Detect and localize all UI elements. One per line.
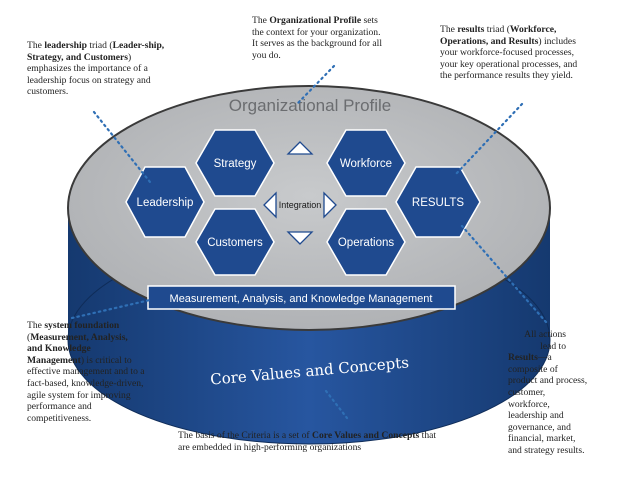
note-bold: results: [457, 24, 485, 35]
note-text: sets the context for your organization. …: [252, 15, 383, 61]
measurement-bar: Measurement, Analysis, and Knowledge Man…: [147, 285, 456, 310]
note-text: All actions: [524, 329, 566, 340]
note-bold: leadership: [44, 40, 87, 51]
note-text: that are embedded in high-performing org…: [178, 430, 437, 453]
hexagon-workforce-label: Workforce: [340, 158, 392, 170]
leader-line-core: [324, 389, 349, 420]
note-text: The basis of the Criteria is a set of: [178, 430, 313, 441]
hexagon-leadership: Leadership: [125, 166, 205, 238]
hexagon-operations: Operations: [326, 208, 406, 276]
hexagon-results-label: RESULTS: [412, 197, 465, 209]
hexagon-results: RESULTS: [395, 166, 481, 238]
system-foundation-note: The system foundation (Measurement, Anal…: [27, 320, 145, 424]
leader-line-profile: [296, 64, 336, 105]
note-text: ) is critical to effective management an…: [27, 354, 145, 424]
integration-arrow-down-icon: [286, 231, 314, 245]
leader-line-results: [453, 102, 524, 177]
integration-arrow-right-icon: [323, 191, 337, 219]
note-bold: Leader-ship, Strategy, and Customers: [27, 40, 165, 63]
leader-line-system: [70, 298, 152, 320]
hexagon-leadership-label: Leadership: [137, 197, 194, 209]
note-text: The: [27, 320, 45, 331]
note-text: triad (: [86, 40, 113, 51]
note-bold: Organizational Profile: [269, 15, 362, 26]
note-bold: Core Values and Concepts: [312, 430, 420, 441]
leader-line-leadership: [92, 110, 152, 184]
note-text: The: [252, 15, 270, 26]
all-actions-note: All actions lead to Results—a composite …: [484, 329, 588, 457]
measurement-bar-label: Measurement, Analysis, and Knowledge Man…: [170, 293, 433, 305]
integration-arrow-left-icon: [263, 191, 277, 219]
note-text: The: [440, 24, 458, 35]
hexagon-workforce: Workforce: [326, 129, 406, 197]
hexagon-operations-label: Operations: [338, 237, 395, 249]
note-bold: system foundation: [44, 320, 120, 331]
integration-label: Integration: [279, 200, 322, 210]
core-values-note: The basis of the Criteria is a set of Co…: [178, 430, 448, 453]
note-bold: Workforce, Operations, and Results: [440, 24, 557, 47]
leadership-triad-note: The leadership triad (Leader-ship, Strat…: [27, 40, 177, 98]
note-text: The: [27, 40, 45, 51]
leader-lines: [70, 64, 548, 420]
leader-line-actions: [460, 224, 548, 324]
hexagon-strategy-label: Strategy: [214, 158, 257, 170]
note-text: ) emphasizes the importance of a leaders…: [27, 51, 151, 98]
hexagon-customers-label: Customers: [207, 237, 263, 249]
note-text: —a composite of product and process, cus…: [508, 352, 588, 456]
hexagon-strategy: Strategy: [195, 129, 275, 197]
organizational-profile-ellipse: [67, 85, 551, 331]
organizational-profile-title: Organizational Profile: [229, 96, 392, 115]
organizational-profile-note: The Organizational Profile sets the cont…: [252, 15, 382, 61]
results-triad-note: The results triad (Workforce, Operations…: [440, 24, 590, 82]
hexagon-customers: Customers: [195, 208, 275, 276]
integration-arrow-up-icon: [286, 141, 314, 155]
note-bold: Measurement, Analysis, and Knowledge Man…: [27, 331, 128, 366]
note-bold: Results: [508, 352, 538, 364]
note-text: lead to: [540, 340, 566, 352]
note-text: ) includes your workforce-focused proces…: [440, 35, 578, 82]
note-text: (: [27, 331, 31, 343]
note-text: triad (: [484, 24, 510, 35]
